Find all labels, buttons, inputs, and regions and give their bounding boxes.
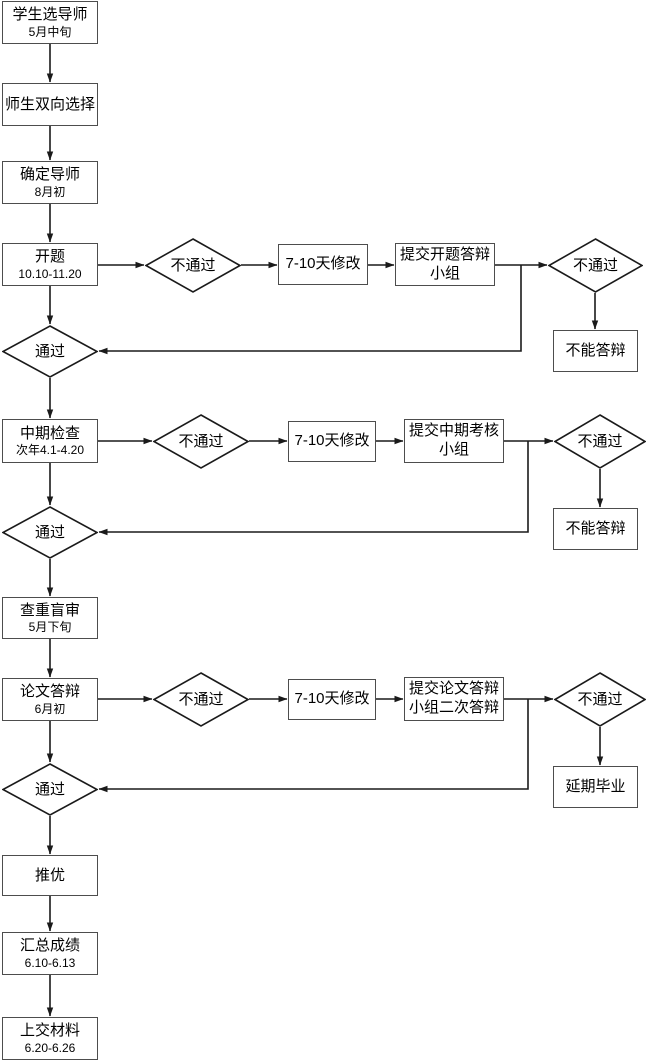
diamond-outline [554,414,646,469]
diamond-outline [2,763,98,816]
n-defense-sublabel: 6月初 [34,701,66,716]
n-proposal-label: 开题 [34,248,65,266]
n-midterm-sublabel: 次年4.1-4.20 [15,443,85,458]
n-select-advisor-label: 学生选导师 [12,6,88,24]
n-proposal-revise-label: 7-10天修改 [285,255,361,273]
diamond-outline [2,325,98,378]
n-midterm-fail-label: 不通过 [178,432,224,450]
n-midterm-pass-label: 通过 [34,523,65,541]
n-mutual-choice-label: 师生双向选择 [4,95,95,113]
n-summary-score-label: 汇总成绩 [19,937,80,955]
n-proposal-nodefense-label: 不能答辩 [565,342,626,360]
n-midterm-fail2-label: 不通过 [577,432,623,450]
n-proposal-nodefense[interactable]: 不能答辩 [553,330,638,372]
n-mutual-choice[interactable]: 师生双向选择 [2,83,98,126]
n-submit-materials-label: 上交材料 [19,1022,80,1040]
n-proposal-fail[interactable]: 不通过 [145,238,241,293]
n-recommend-label: 推优 [34,866,65,884]
n-proposal-fail2-label: 不通过 [572,256,618,274]
n-proposal-submit-label: 提交开题答辩小组 [399,245,490,282]
n-plagiarism-sublabel: 5月下旬 [28,620,72,635]
n-delay-graduation-label: 延期毕业 [565,778,626,796]
n-midterm-pass[interactable]: 通过 [2,506,98,559]
n-confirm-advisor-sublabel: 8月初 [34,184,66,199]
n-defense-fail-label: 不通过 [178,690,224,708]
n-proposal-revise[interactable]: 7-10天修改 [278,244,368,285]
n-defense-pass-label: 通过 [34,780,65,798]
n-defense-revise[interactable]: 7-10天修改 [288,679,376,720]
diamond-outline [548,238,643,293]
n-defense-pass[interactable]: 通过 [2,763,98,816]
n-midterm-submit[interactable]: 提交中期考核小组 [404,419,504,463]
n-proposal-pass[interactable]: 通过 [2,325,98,378]
n-proposal-sublabel: 10.10-11.20 [18,266,82,281]
n-proposal-submit[interactable]: 提交开题答辩小组 [395,243,495,286]
n-plagiarism-label: 查重盲审 [19,601,80,619]
n-midterm-label: 中期检查 [19,424,80,442]
n-defense-submit-label: 提交论文答辩小组二次答辩 [408,680,499,716]
n-defense-label: 论文答辩 [19,683,80,701]
n-proposal-pass-label: 通过 [34,342,65,360]
diamond-outline [554,672,646,727]
diamond-outline [153,414,249,469]
n-select-advisor-sublabel: 5月中旬 [28,24,72,39]
n-defense-submit[interactable]: 提交论文答辩小组二次答辩 [404,677,504,721]
n-submit-materials-sublabel: 6.20-6.26 [24,1040,76,1055]
n-defense-fail2-label: 不通过 [577,690,623,708]
n-midterm-nodefense-label: 不能答辩 [565,520,626,538]
n-confirm-advisor-label: 确定导师 [19,166,80,184]
n-midterm-revise-label: 7-10天修改 [294,432,370,450]
n-proposal-fail-label: 不通过 [170,256,216,274]
n-defense-revise-label: 7-10天修改 [294,690,370,708]
diamond-outline [153,672,249,727]
diamond-outline [145,238,241,293]
n-midterm-submit-label: 提交中期考核小组 [408,422,499,458]
n-midterm-fail2[interactable]: 不通过 [554,414,646,469]
n-defense-fail[interactable]: 不通过 [153,672,249,727]
n-proposal-fail2[interactable]: 不通过 [548,238,643,293]
n-midterm[interactable]: 中期检查次年4.1-4.20 [2,419,98,463]
diamond-outline [2,506,98,559]
n-delay-graduation[interactable]: 延期毕业 [553,766,638,808]
n-defense-fail2[interactable]: 不通过 [554,672,646,727]
n-midterm-revise[interactable]: 7-10天修改 [288,421,376,462]
n-summary-score-sublabel: 6.10-6.13 [24,955,76,970]
n-midterm-nodefense[interactable]: 不能答辩 [553,508,638,550]
n-midterm-fail[interactable]: 不通过 [153,414,249,469]
n-recommend[interactable]: 推优 [2,855,98,896]
